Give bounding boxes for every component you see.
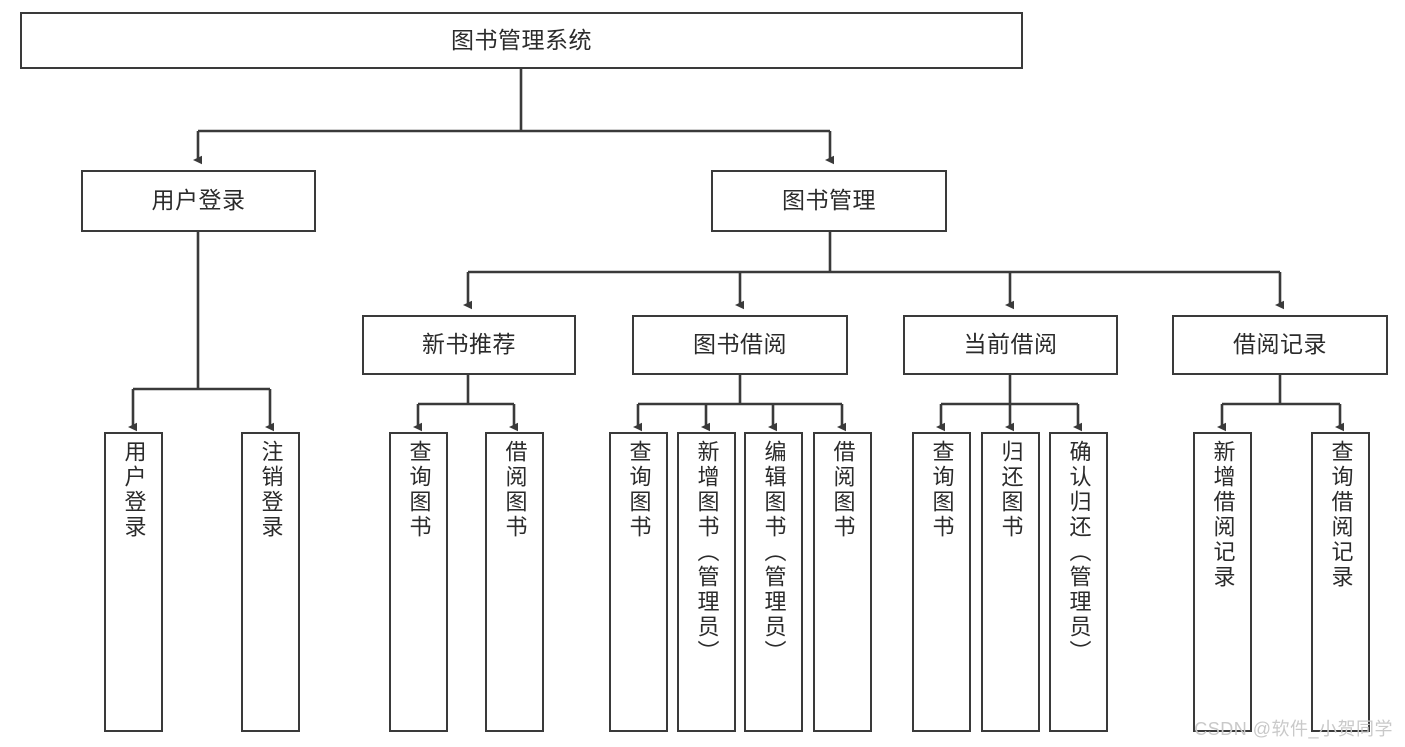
node-leaf-add-book[interactable]: 新增图书（管理员） [677, 432, 736, 732]
node-label: 用户登录 [151, 187, 246, 214]
node-label: 借阅图书 [830, 440, 856, 540]
node-leaf-borrow-book-1[interactable]: 借阅图书 [485, 432, 544, 732]
node-label: 查询图书 [929, 440, 955, 540]
node-label: 图书借阅 [693, 331, 787, 358]
node-leaf-query-borrow-record[interactable]: 查询借阅记录 [1311, 432, 1370, 732]
node-leaf-user-logout[interactable]: 注销登录 [241, 432, 300, 732]
node-leaf-query-book-2[interactable]: 查询图书 [609, 432, 668, 732]
node-borrow-records[interactable]: 借阅记录 [1172, 315, 1388, 375]
node-leaf-edit-book[interactable]: 编辑图书（管理员） [744, 432, 803, 732]
node-label: 新增借阅记录 [1210, 440, 1236, 590]
node-label: 注销登录 [258, 440, 284, 540]
node-label: 查询图书 [406, 440, 432, 540]
node-current-borrow[interactable]: 当前借阅 [903, 315, 1118, 375]
node-leaf-borrow-book-2[interactable]: 借阅图书 [813, 432, 872, 732]
node-label: 新增图书（管理员） [694, 440, 720, 665]
node-label: 当前借阅 [963, 331, 1058, 358]
node-label: 借阅图书 [502, 440, 528, 540]
node-label: 编辑图书（管理员） [761, 440, 787, 665]
node-label: 用户登录 [121, 440, 147, 540]
node-leaf-return-book[interactable]: 归还图书 [981, 432, 1040, 732]
node-new-book-recommend[interactable]: 新书推荐 [362, 315, 576, 375]
node-label: 图书管理 [782, 187, 876, 214]
node-book-management[interactable]: 图书管理 [711, 170, 947, 232]
node-label: 新书推荐 [422, 331, 516, 358]
node-user-login[interactable]: 用户登录 [81, 170, 316, 232]
node-root-book-management-system[interactable]: 图书管理系统 [20, 12, 1023, 69]
node-leaf-confirm-return[interactable]: 确认归还（管理员） [1049, 432, 1108, 732]
node-leaf-add-borrow-record[interactable]: 新增借阅记录 [1193, 432, 1252, 732]
node-leaf-query-book-3[interactable]: 查询图书 [912, 432, 971, 732]
node-leaf-user-login[interactable]: 用户登录 [104, 432, 163, 732]
node-leaf-query-book-1[interactable]: 查询图书 [389, 432, 448, 732]
node-label: 图书管理系统 [451, 26, 592, 53]
node-book-borrow[interactable]: 图书借阅 [632, 315, 848, 375]
node-label: 查询借阅记录 [1328, 440, 1354, 590]
node-label: 查询图书 [626, 440, 652, 540]
csdn-watermark: CSDN @软件_小贺同学 [1194, 719, 1393, 739]
node-label: 借阅记录 [1233, 331, 1327, 358]
node-label: 确认归还（管理员） [1066, 440, 1092, 665]
node-label: 归还图书 [998, 440, 1024, 540]
